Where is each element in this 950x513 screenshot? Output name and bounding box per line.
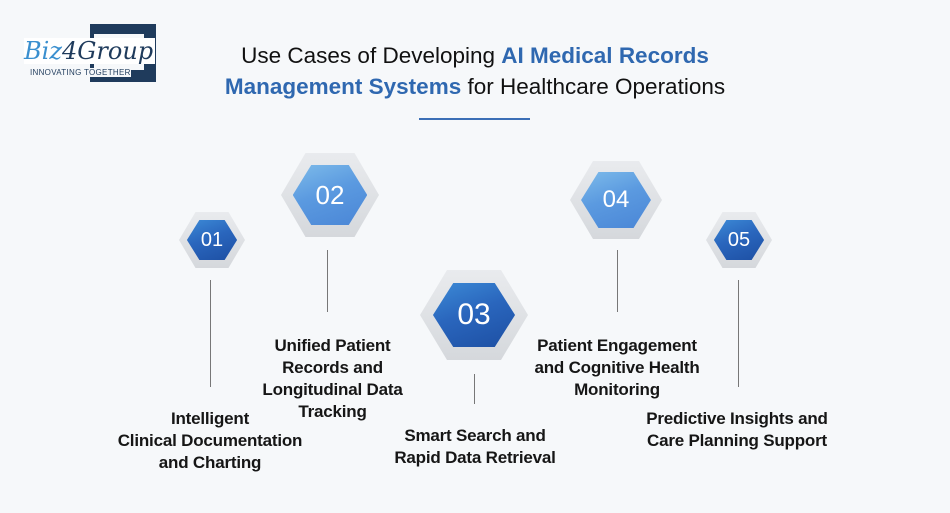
step-number: 04 <box>602 186 630 213</box>
step-02-label: Unified Patient Records and Longitudinal… <box>262 336 403 421</box>
step-04-label: Patient Engagement and Cognitive Health … <box>534 336 700 399</box>
step-05-hexagon: 05 <box>706 212 772 268</box>
step-04-hexagon: 04 <box>570 161 662 239</box>
connector-line <box>738 280 739 387</box>
step-number: 03 <box>457 298 491 331</box>
connector-line <box>617 250 618 312</box>
step-03-hexagon: 03 <box>420 270 528 360</box>
step-number: 02 <box>315 179 345 210</box>
step-05-label: Predictive Insights and Care Planning Su… <box>646 409 828 450</box>
biz4group-logo: Biz4Group INNOVATING TOGETHER <box>24 24 156 82</box>
logo-tagline: INNOVATING TOGETHER <box>30 68 131 77</box>
page-title: Use Cases of Developing AI Medical Recor… <box>224 43 726 99</box>
title-underline <box>419 118 530 120</box>
step-01-hexagon: 01 <box>179 212 245 268</box>
step-03-label: Smart Search and Rapid Data Retrieval <box>394 426 556 467</box>
connector-line <box>474 374 475 404</box>
step-02-hexagon: 02 <box>281 153 379 237</box>
step-01-label: Intelligent Clinical Documentation and C… <box>117 409 303 472</box>
connector-line <box>210 280 211 387</box>
step-number: 05 <box>727 228 751 251</box>
logo-wordmark: Biz4Group <box>24 37 156 65</box>
connector-line <box>327 250 328 312</box>
step-number: 01 <box>200 228 224 251</box>
